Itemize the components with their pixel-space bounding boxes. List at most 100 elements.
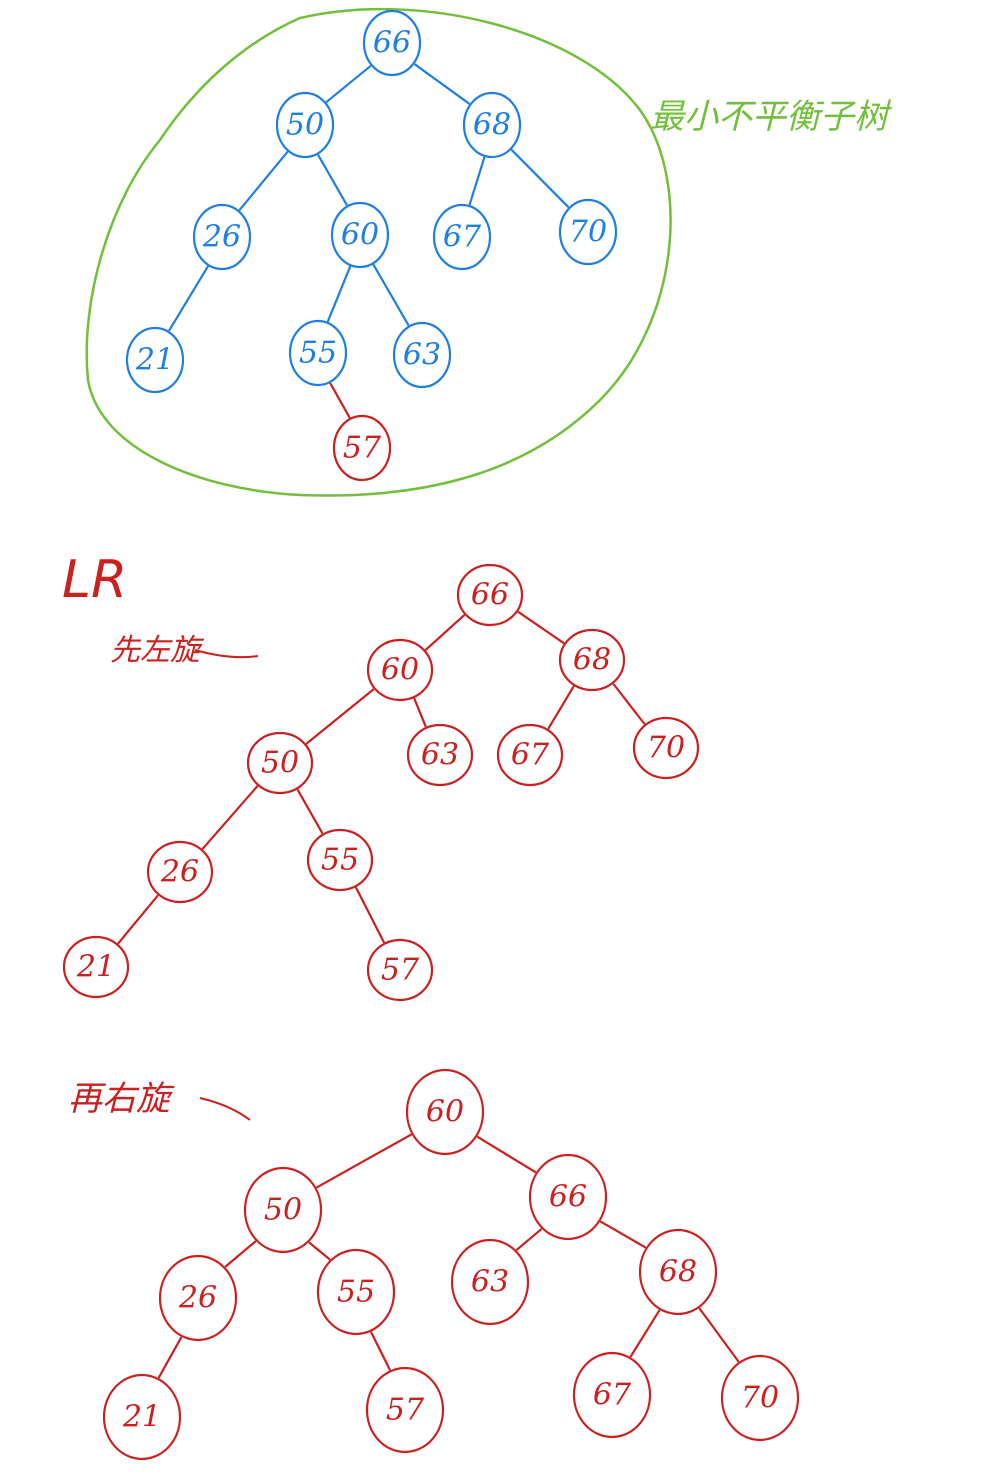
node-circle <box>243 1166 323 1254</box>
tree-node-21: 21 <box>125 326 185 394</box>
left-rotate-first-label: 先左旋 <box>110 633 205 668</box>
node-circle <box>365 1366 445 1454</box>
tree-edge-66-68 <box>414 63 470 105</box>
node-label: 50 <box>286 108 324 143</box>
node-label: 66 <box>373 26 411 61</box>
tree-node-26: 26 <box>192 203 252 271</box>
node-label: 70 <box>647 731 685 766</box>
tree-edge-50-26 <box>201 785 259 850</box>
node-label: 57 <box>343 431 382 466</box>
tree-node-50: 50 <box>246 731 314 795</box>
node-label: 57 <box>381 953 420 988</box>
node-circle <box>392 321 452 389</box>
node-label: 68 <box>573 643 611 678</box>
node-circle <box>558 198 618 266</box>
node-circle <box>456 563 524 627</box>
tree-edge-66-68 <box>599 1220 647 1249</box>
node-label: 57 <box>386 1393 425 1428</box>
tree-edge-66-60 <box>425 614 465 651</box>
tree-node-60: 60 <box>330 201 390 269</box>
tree-node-66: 66 <box>528 1153 608 1241</box>
node-label: 21 <box>135 343 174 378</box>
tree-edge-60-66 <box>476 1135 537 1174</box>
node-label: 63 <box>471 1265 509 1300</box>
node-label: 55 <box>299 336 337 371</box>
tree-edge-26-21 <box>157 1336 183 1379</box>
node-circle <box>632 716 700 780</box>
tree-node-67: 67 <box>572 1351 652 1439</box>
node-circle <box>288 319 348 387</box>
tree-node-68: 68 <box>462 91 522 159</box>
tree-node-50: 50 <box>275 91 335 159</box>
node-circle <box>102 1373 182 1461</box>
node-circle <box>558 628 626 692</box>
tree-edge-55-57 <box>355 886 385 944</box>
node-label: 63 <box>403 338 441 373</box>
node-label: 68 <box>473 108 511 143</box>
then-right-rotate-label: 再右旋 <box>68 1079 175 1119</box>
node-label: 70 <box>569 215 607 250</box>
node-circle <box>125 326 185 394</box>
left-rotate-underline <box>194 649 259 659</box>
tree-edge-66-63 <box>515 1228 543 1251</box>
tree-node-21: 21 <box>102 1373 182 1461</box>
tree-edge-68-67 <box>547 685 575 730</box>
node-circle <box>572 1351 652 1439</box>
node-circle <box>146 840 214 904</box>
node-label: 68 <box>659 1255 697 1290</box>
tree-node-70: 70 <box>632 716 700 780</box>
node-circle <box>406 723 474 787</box>
node-label: 26 <box>202 220 241 255</box>
node-label: 21 <box>76 950 115 985</box>
node-label: 55 <box>337 1275 375 1310</box>
tree-edge-50-26 <box>238 151 289 211</box>
tree-node-60: 60 <box>366 638 434 702</box>
node-label: 26 <box>160 855 199 890</box>
tree-edge-50-60 <box>317 154 348 206</box>
node-circle <box>366 938 434 1002</box>
tree-node-70: 70 <box>720 1354 800 1442</box>
node-label: 63 <box>421 738 459 773</box>
tree-node-67: 67 <box>432 203 492 271</box>
node-circle <box>462 91 522 159</box>
tree-edge-55-57 <box>329 382 351 419</box>
node-label: 60 <box>381 653 419 688</box>
node-label: 67 <box>511 738 550 773</box>
tree-node-57: 57 <box>366 938 434 1002</box>
node-label: 67 <box>443 220 482 255</box>
node-circle <box>332 414 392 482</box>
node-circle <box>638 1228 718 1316</box>
node-circle <box>405 1068 485 1156</box>
tree-node-26: 26 <box>146 840 214 904</box>
tree-node-63: 63 <box>406 723 474 787</box>
tree-edge-60-50 <box>316 1133 412 1189</box>
node-circle <box>362 9 422 77</box>
tree-edge-68-70 <box>612 683 646 725</box>
tree-original: 66 50 68 26 60 67 70 21 55 63 57 <box>125 9 618 482</box>
tree-node-57: 57 <box>332 414 392 482</box>
tree-edge-60-50 <box>305 688 375 745</box>
tree-node-60: 60 <box>405 1068 485 1156</box>
node-label: 50 <box>264 1193 302 1228</box>
tree-edge-50-26 <box>224 1240 257 1268</box>
tree-edge-66-68 <box>517 611 565 644</box>
tree-node-26: 26 <box>158 1254 238 1342</box>
tree-node-63: 63 <box>392 321 452 389</box>
tree-node-55: 55 <box>316 1248 396 1336</box>
node-label: 50 <box>261 746 299 781</box>
node-circle <box>720 1354 800 1442</box>
tree-node-57: 57 <box>365 1366 445 1454</box>
node-circle <box>275 91 335 159</box>
node-label: 60 <box>426 1095 464 1130</box>
tree-edge-66-50 <box>325 65 372 103</box>
tree-node-66: 66 <box>362 9 422 77</box>
node-circle <box>62 935 130 999</box>
tree-edge-68-70 <box>510 149 570 208</box>
tree-edge-68-70 <box>698 1307 740 1363</box>
tree-node-66: 66 <box>456 563 524 627</box>
tree-edge-50-55 <box>296 789 324 834</box>
tree-edge-50-55 <box>308 1241 331 1261</box>
tree-edge-60-63 <box>413 697 427 728</box>
